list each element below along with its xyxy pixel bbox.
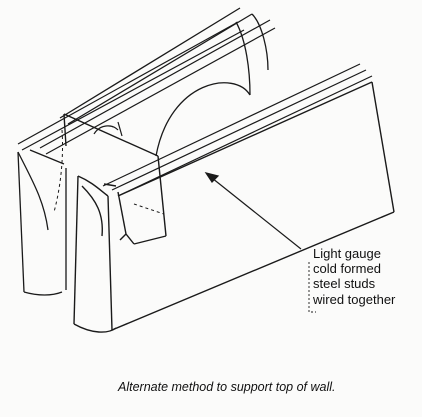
back-wall-panel bbox=[59, 7, 269, 157]
callout-line-1: Light gauge bbox=[313, 246, 381, 261]
figure-caption: Alternate method to support top of wall. bbox=[118, 380, 336, 394]
callout-line-2: cold formed bbox=[313, 261, 381, 276]
top-stud-rails bbox=[17, 19, 373, 197]
hidden-edges bbox=[53, 129, 165, 215]
callout-line-4: wired together bbox=[313, 292, 396, 307]
tie-wire bbox=[93, 121, 123, 137]
left-wall-panel bbox=[17, 149, 67, 296]
callout-line-3: steel studs bbox=[313, 276, 376, 291]
callout-arrow bbox=[204, 172, 302, 250]
stud-cross-section bbox=[63, 113, 167, 245]
callout-bracket bbox=[308, 262, 316, 313]
